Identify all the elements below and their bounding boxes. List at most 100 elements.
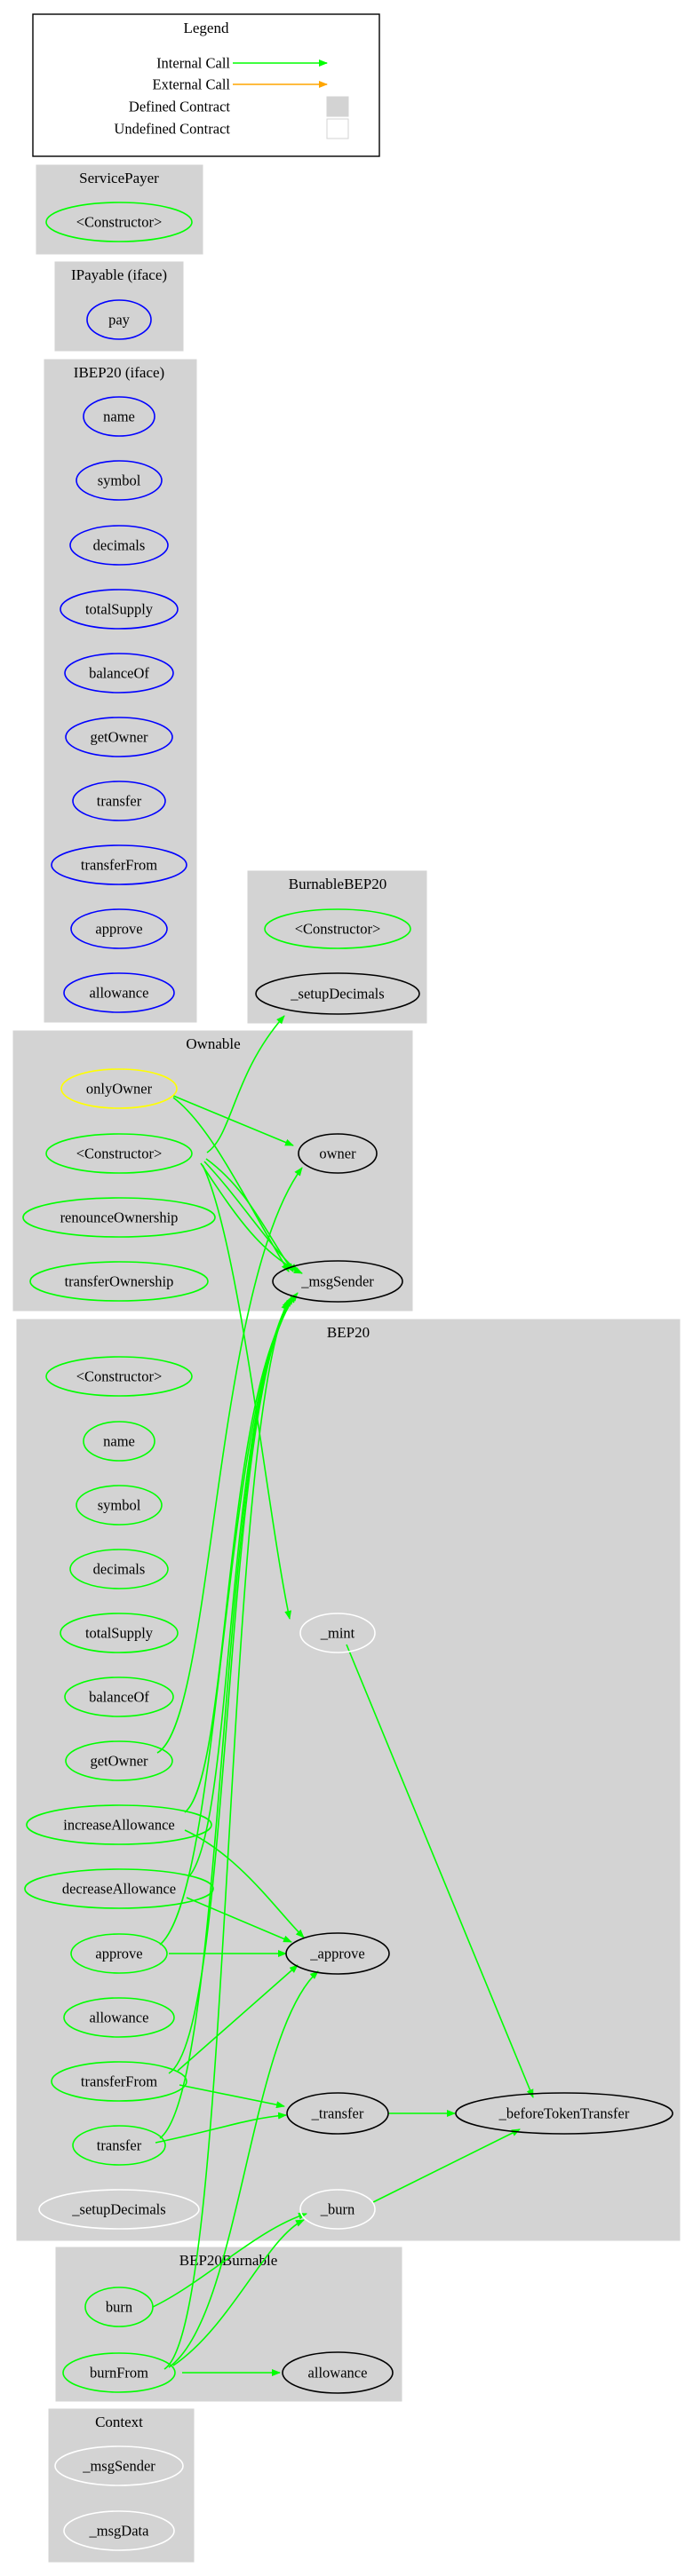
node-bep20-totalsupply[interactable]: totalSupply [60, 1613, 179, 1653]
svg-text:allowance: allowance [90, 2009, 149, 2026]
node-ownable-msgsender[interactable]: _msgSender [272, 1260, 403, 1303]
svg-text:allowance: allowance [90, 985, 149, 1002]
cluster-burnablebep20 [247, 870, 427, 1024]
cluster-bep20burnable [55, 2247, 402, 2402]
cluster-bep20burnable-title: BEP20Burnable [179, 2252, 278, 2269]
svg-text:getOwner: getOwner [90, 1753, 148, 1770]
svg-text:onlyOwner: onlyOwner [86, 1081, 153, 1098]
svg-text:pay: pay [108, 312, 131, 329]
svg-text:_msgSender: _msgSender [300, 1273, 374, 1290]
node-ownable-transferownership[interactable]: transferOwnership [29, 1261, 209, 1302]
node-burnablebep20-setupdecimals[interactable]: _setupDecimals [255, 972, 420, 1015]
node-context-msgsender[interactable]: _msgSender [54, 2445, 184, 2486]
node-bep20-mint[interactable]: _mint [299, 1613, 376, 1653]
node-ibep20-approve[interactable]: approve [70, 908, 168, 949]
node-bep20burnable-burn[interactable]: burn [84, 2287, 154, 2327]
svg-text:_burn: _burn [320, 2201, 355, 2218]
node-bep20-transferfrom[interactable]: transferFrom [51, 2061, 187, 2102]
node-bep20-constructor[interactable]: <Constructor> [45, 1356, 193, 1397]
edge-transfer-to-transfer [155, 2112, 287, 2144]
svg-text:balanceOf: balanceOf [89, 1689, 149, 1706]
legend-title: Legend [184, 20, 229, 36]
node-ibep20-balanceof[interactable]: balanceOf [64, 653, 174, 694]
node-ipayable-pay[interactable]: pay [86, 299, 152, 340]
node-bep20-internal-transfer[interactable]: _transfer [286, 2092, 389, 2135]
node-ibep20-transferfrom[interactable]: transferFrom [51, 844, 187, 885]
node-ibep20-getowner[interactable]: getOwner [65, 717, 173, 757]
svg-text:_msgData: _msgData [89, 2523, 150, 2540]
svg-text:transfer: transfer [97, 793, 142, 810]
edge-transferfrom-to-msgsender [168, 1297, 292, 2074]
edge-ownable-ctor-to-msgsender-c [200, 1162, 303, 1274]
node-context-msgdata[interactable]: _msgData [63, 2510, 175, 2551]
edge-increaseallowance-to-approve [184, 1829, 305, 1938]
svg-text:_msgSender: _msgSender [82, 2458, 155, 2475]
clusters: ServicePayer IPayable (iface) IBEP20 (if… [12, 164, 681, 2563]
node-bep20-getowner[interactable]: getOwner [65, 1740, 173, 1781]
edge-onlyowner-to-owner [172, 1095, 294, 1146]
node-ibep20-totalsupply[interactable]: totalSupply [60, 589, 179, 630]
edge-approve-to-msgsender [159, 1296, 294, 1946]
svg-text:symbol: symbol [98, 472, 141, 489]
node-ownable-constructor[interactable]: <Constructor> [45, 1133, 193, 1174]
node-bep20-beforetokentransfer[interactable]: _beforeTokenTransfer [455, 2092, 673, 2135]
cluster-burnablebep20-title: BurnableBEP20 [289, 876, 387, 892]
nodes: <Constructor> pay name symbol decimals t… [22, 202, 673, 2551]
svg-text:<Constructor>: <Constructor> [295, 921, 381, 938]
node-ibep20-transfer[interactable]: transfer [72, 781, 166, 821]
svg-text:totalSupply: totalSupply [85, 1625, 154, 1642]
node-bep20-decreaseallowance[interactable]: decreaseAllowance [24, 1868, 214, 1909]
cluster-ibep20 [44, 359, 197, 1023]
svg-text:totalSupply: totalSupply [85, 601, 154, 618]
node-bep20-allowance[interactable]: allowance [63, 1997, 175, 2038]
cluster-ibep20-title: IBEP20 (iface) [74, 364, 164, 381]
node-bep20-setupdecimals[interactable]: _setupDecimals [38, 2189, 200, 2230]
node-bep20-name[interactable]: name [83, 1421, 155, 1462]
svg-text:decimals: decimals [93, 537, 146, 554]
node-bep20-decimals[interactable]: decimals [69, 1549, 169, 1589]
node-bep20-approve[interactable]: approve [70, 1933, 168, 1974]
node-bep20-balanceof[interactable]: balanceOf [64, 1676, 174, 1717]
node-ownable-owner[interactable]: owner [298, 1133, 378, 1174]
node-ownable-renounceownership[interactable]: renounceOwnership [22, 1197, 216, 1238]
node-bep20-symbol[interactable]: symbol [76, 1485, 163, 1526]
node-ownable-onlyowner[interactable]: onlyOwner [60, 1068, 178, 1109]
svg-text:<Constructor>: <Constructor> [76, 1368, 163, 1385]
cluster-ownable-title: Ownable [186, 1035, 240, 1052]
svg-text:_setupDecimals: _setupDecimals [290, 986, 384, 1003]
node-ibep20-decimals[interactable]: decimals [69, 525, 169, 566]
edge-ownable-ctor-to-mint [202, 1164, 292, 1620]
node-bep20burnable-internal-burn[interactable]: _burn [299, 2189, 376, 2230]
svg-text:decreaseAllowance: decreaseAllowance [62, 1881, 176, 1898]
node-bep20-increaseallowance[interactable]: increaseAllowance [26, 1804, 212, 1845]
node-ibep20-name[interactable]: name [83, 396, 155, 437]
edge-burnfrom-to-approve [168, 1970, 319, 2368]
edge-transferfrom-to-approve [177, 1964, 299, 2072]
svg-text:name: name [103, 1433, 135, 1450]
svg-text:transfer: transfer [97, 2137, 142, 2154]
node-bep20-internal-approve[interactable]: _approve [285, 1932, 390, 1975]
edge-decreaseallowance-to-approve [186, 1897, 292, 1943]
svg-text:transferOwnership: transferOwnership [65, 1273, 174, 1290]
node-bep20burnable-allowance[interactable]: allowance [282, 2351, 394, 2394]
edge-getowner-to-owner [156, 1167, 303, 1754]
legend-defined-contract-label: Defined Contract [129, 99, 230, 115]
edge-burnfrom-to-msgsender [163, 1301, 289, 2370]
node-bep20burnable-burnfrom[interactable]: burnFrom [62, 2352, 176, 2393]
edge-burn-to-internal-burn [152, 2212, 307, 2308]
svg-text:allowance: allowance [308, 2365, 368, 2382]
svg-text:approve: approve [95, 921, 142, 938]
node-bep20-transfer[interactable]: transfer [72, 2125, 166, 2166]
node-ibep20-allowance[interactable]: allowance [63, 972, 175, 1013]
node-burnablebep20-constructor[interactable]: <Constructor> [264, 908, 411, 949]
cluster-bep20-title: BEP20 [327, 1324, 370, 1341]
edge-burn-to-beforetokentransfer [372, 2128, 521, 2203]
edges [152, 1015, 534, 2376]
node-ibep20-symbol[interactable]: symbol [76, 460, 163, 501]
svg-text:decimals: decimals [93, 1561, 146, 1578]
node-serviceplayer-constructor[interactable]: <Constructor> [45, 202, 193, 242]
cluster-context-title: Context [95, 2414, 143, 2430]
svg-text:<Constructor>: <Constructor> [76, 214, 163, 231]
edge-transferfrom-to-transfer [179, 2084, 285, 2109]
